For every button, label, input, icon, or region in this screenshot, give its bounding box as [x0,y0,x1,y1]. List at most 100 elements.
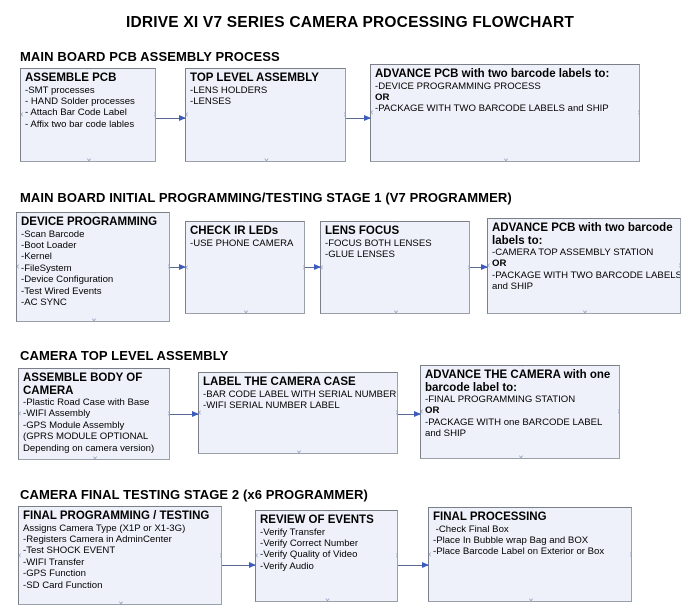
connection-handle-bottom-icon[interactable]: ✕ [324,598,331,602]
node-line: -FOCUS BOTH LENSES [325,237,432,249]
node-line: -FileSystem [21,262,72,274]
connection-handle-top-icon[interactable]: ✕ [518,365,524,369]
process-node-check-ir-leds[interactable]: CHECK IR LEDs-USE PHONE CAMERA✕✕✕✕ [185,221,305,314]
node-line: -Place Barcode Label on Exterior or Box [433,546,605,558]
connection-handle-right-icon[interactable]: ✕ [629,552,631,559]
node-line: OR [492,258,507,270]
connection-handle-right-icon[interactable]: ✕ [617,409,619,416]
process-node-final-processing[interactable]: FINAL PROCESSING -Check Final Box-Place … [428,507,632,602]
process-node-assemble-pcb[interactable]: ASSEMBLE PCB-SMT processes- HAND Solder … [20,68,156,162]
process-node-advance-camera[interactable]: ADVANCE THE CAMERA with one barcode labe… [420,365,620,459]
node-line: -Scan Barcode [21,228,85,240]
node-line: - Affix two bar code lables [25,118,135,130]
page-title: IDRIVE XI V7 SERIES CAMERA PROCESSING FL… [125,14,575,31]
node-line: - HAND Solder processes [25,95,135,107]
node-line: -Verify Correct Number [260,537,359,549]
process-node-label-camera-case[interactable]: LABEL THE CAMERA CASE-BAR CODE LABEL WIT… [198,372,398,454]
node-line: -AC SYNC [21,296,67,308]
connection-handle-top-icon[interactable]: ✕ [296,372,302,376]
node-header: ASSEMBLE PCB [25,72,117,84]
node-line: -Check Final Box [433,523,509,535]
connector-arrow-4a [222,562,256,568]
connection-handle-top-icon[interactable]: ✕ [91,212,97,216]
connector-arrow-2b [305,264,321,270]
connection-handle-right-icon[interactable]: ✕ [678,263,680,270]
connection-handle-top-icon[interactable]: ✕ [86,68,92,72]
process-node-top-level-assembly[interactable]: TOP LEVEL ASSEMBLY-LENS HOLDERS-LENSES✕✕… [185,68,346,162]
connection-handle-bottom-icon[interactable]: ✕ [518,455,524,459]
node-line: -PACKAGE WITH TWO BARCODE LABELS [492,269,681,281]
connection-handle-top-icon[interactable]: ✕ [393,221,399,225]
connection-handle-right-icon[interactable]: ✕ [637,110,639,117]
connection-handle-left-icon[interactable]: ✕ [17,264,20,271]
node-line: -Plastic Road Case with Base [23,397,150,408]
connection-handle-left-icon[interactable]: ✕ [19,411,22,418]
node-line: -Kernel [21,251,52,263]
node-header: LABEL THE CAMERA CASE [203,376,356,388]
node-line: OR [425,405,440,417]
connection-handle-left-icon[interactable]: ✕ [256,553,259,560]
connector-arrow-2a [170,264,186,270]
node-line: -Verify Audio [260,560,314,572]
connection-handle-right-icon[interactable]: ✕ [395,553,397,560]
process-node-advance-pcb-1[interactable]: ADVANCE PCB with two barcode labels to: -… [370,64,640,162]
connection-handle-top-icon[interactable]: ✕ [263,68,270,72]
connection-handle-top-icon[interactable]: ✕ [324,510,331,514]
node-line: -GPS Function [23,568,86,580]
node-header: FINAL PROGRAMMING / TESTING [23,510,210,522]
connection-handle-bottom-icon[interactable]: ✕ [118,601,124,605]
node-line: -FINAL PROGRAMMING STATION [425,394,576,405]
connection-handle-bottom-icon[interactable]: ✕ [582,310,588,314]
node-line: and SHIP [425,428,467,440]
node-line: -WIFI SERIAL NUMBER LABEL [203,399,340,411]
node-header: DEVICE PROGRAMMING [21,216,158,228]
connection-handle-top-icon[interactable]: ✕ [503,64,509,68]
node-header: ADVANCE PCB with two barcode labels to: [375,68,610,80]
process-node-advance-pcb-2[interactable]: ADVANCE PCB with two barcode labels to:-… [487,218,681,314]
connection-handle-right-icon[interactable]: ✕ [219,553,221,560]
connector-arrow-2c [470,264,488,270]
process-node-device-programming[interactable]: DEVICE PROGRAMMING-Scan Barcode-Boot Loa… [16,212,170,322]
connection-handle-bottom-icon[interactable]: ✕ [296,450,302,454]
connection-handle-bottom-icon[interactable]: ✕ [263,158,270,162]
node-line: -Test Wired Events [21,285,102,297]
process-node-assemble-body[interactable]: ASSEMBLE BODY OF CAMERA-Plastic Road Cas… [18,368,170,460]
connection-handle-top-icon[interactable]: ✕ [118,506,124,510]
node-line: -Place In Bubble wrap Bag and BOX [433,534,589,546]
connection-handle-left-icon[interactable]: ✕ [429,552,432,559]
process-node-lens-focus[interactable]: LENS FOCUS-FOCUS BOTH LENSES-GLUE LENSES… [320,221,470,314]
node-header: ASSEMBLE BODY OF CAMERA [23,372,146,397]
node-header: REVIEW OF EVENTS [260,514,374,526]
connection-handle-top-icon[interactable]: ✕ [528,507,534,511]
connection-handle-bottom-icon[interactable]: ✕ [393,310,399,314]
connector-arrow-1b [346,115,371,121]
connection-handle-left-icon[interactable]: ✕ [19,553,22,560]
section-heading-3: CAMERA TOP LEVEL ASSEMBLY [20,348,229,363]
connection-handle-bottom-icon[interactable]: ✕ [92,456,98,460]
node-line: -GLUE LENSES [325,248,395,260]
node-line: -Verify Transfer [260,526,326,538]
node-header: FINAL PROCESSING [433,511,547,523]
node-line: -PACKAGE WITH TWO BARCODE LABELS and SHI… [375,103,609,115]
node-line: -Registers Camera in AdminCenter [23,533,172,545]
node-line: -SMT processes [25,84,95,96]
section-heading-1: MAIN BOARD PCB ASSEMBLY PROCESS [20,49,280,64]
connection-handle-bottom-icon[interactable]: ✕ [91,318,97,322]
connection-handle-top-icon[interactable]: ✕ [243,221,249,225]
section-heading-2: MAIN BOARD INITIAL PROGRAMMING/TESTING S… [20,190,512,205]
connection-handle-bottom-icon[interactable]: ✕ [528,598,534,602]
node-line: -WIFI Assembly [23,408,91,420]
node-line: - Attach Bar Code Label [25,107,127,119]
connection-handle-bottom-icon[interactable]: ✕ [86,158,92,162]
connection-handle-left-icon[interactable]: ✕ [21,112,24,119]
connection-handle-top-icon[interactable]: ✕ [92,368,98,372]
node-line: and SHIP [492,281,534,293]
connection-handle-bottom-icon[interactable]: ✕ [243,310,249,314]
connection-handle-top-icon[interactable]: ✕ [582,218,588,222]
process-node-review-of-events[interactable]: REVIEW OF EVENTS-Verify Transfer-Verify … [255,510,398,602]
node-line: -WIFI Transfer [23,556,85,568]
connection-handle-bottom-icon[interactable]: ✕ [503,158,509,162]
node-header: TOP LEVEL ASSEMBLY [190,72,319,84]
